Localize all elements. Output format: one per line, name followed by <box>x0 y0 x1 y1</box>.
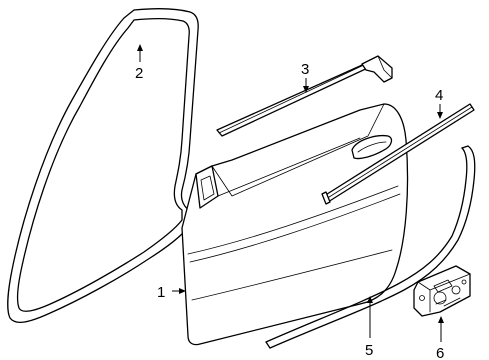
callout-6: 6 <box>436 345 444 360</box>
leader-line-4 <box>437 104 443 119</box>
part-6-lock-actuator <box>413 265 471 317</box>
callout-2: 2 <box>135 65 143 82</box>
part-4-belt-moulding <box>321 103 475 205</box>
callout-3: 3 <box>301 61 309 78</box>
part-3-frame-moulding <box>216 55 393 137</box>
leader-line-1 <box>172 288 186 294</box>
part-5-door-seal <box>265 145 476 349</box>
callout-5: 5 <box>365 342 373 359</box>
leader-line-3 <box>303 78 309 93</box>
callout-1: 1 <box>157 284 165 301</box>
part-1-door-shell <box>181 103 409 346</box>
leader-line-2 <box>137 44 143 62</box>
part-2-door-opening-weatherstrip <box>7 8 199 324</box>
leader-line-6 <box>438 316 444 342</box>
leader-line-5 <box>367 296 373 338</box>
callout-4: 4 <box>435 87 443 104</box>
